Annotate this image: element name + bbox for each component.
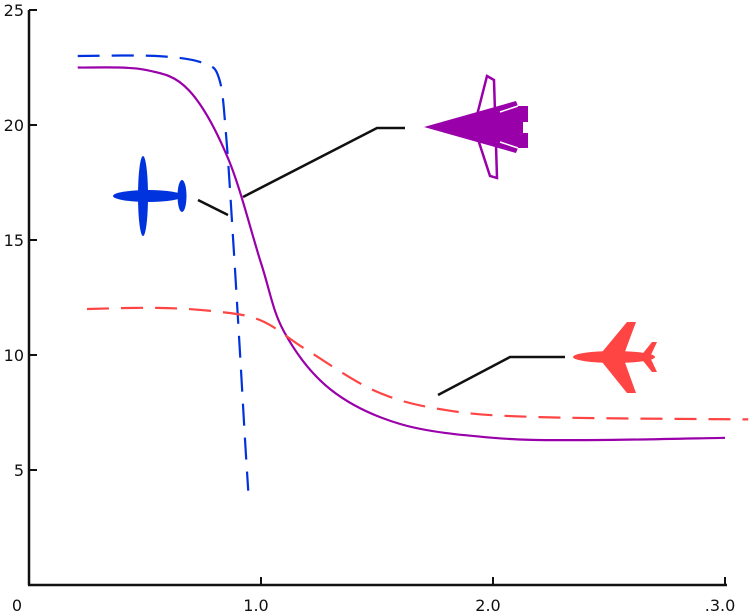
- y-tick-label: 20: [4, 116, 24, 135]
- callout-line: [437, 355, 565, 397]
- series-line-1: [77, 66, 726, 442]
- propeller-plane-icon: [113, 156, 187, 236]
- series-line-2: [86, 306, 749, 421]
- series-line-0: [77, 54, 250, 491]
- series-layer: [77, 54, 749, 491]
- fighter-jet-icon: [424, 74, 528, 180]
- callout-purple: [242, 74, 528, 199]
- callout-line: [242, 126, 405, 199]
- tick-layer: 0 1.0 2.0 .3.0 5 10 15 20 25: [4, 1, 736, 614]
- x-tick-label: 1.0: [243, 596, 268, 614]
- x-tick-label: .3.0: [705, 596, 736, 614]
- callout-red: [437, 322, 657, 397]
- jet-airliner-icon: [573, 322, 657, 393]
- y-tick-label: 5: [14, 461, 24, 480]
- x-tick-label: 2.0: [475, 596, 500, 614]
- callout-line: [197, 198, 229, 217]
- y-tick-label: 10: [4, 346, 24, 365]
- y-tick-label: 15: [4, 231, 24, 250]
- x-tick-label: 0: [12, 596, 22, 614]
- callout-blue: [113, 156, 229, 236]
- axes: [27, 10, 727, 587]
- y-tick-label: 25: [4, 1, 24, 20]
